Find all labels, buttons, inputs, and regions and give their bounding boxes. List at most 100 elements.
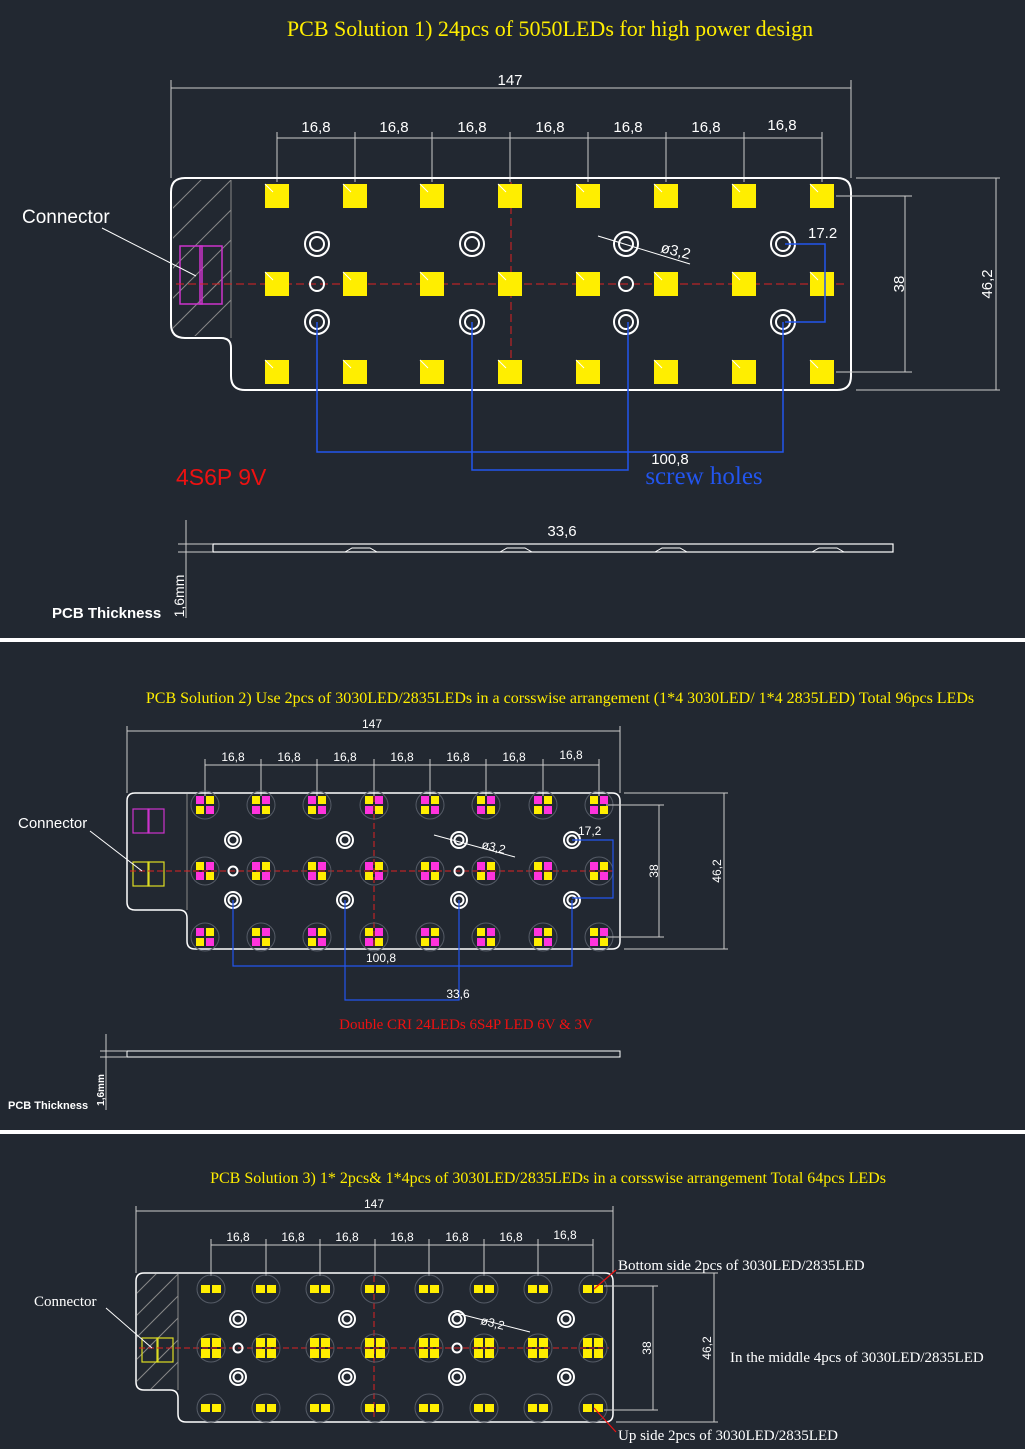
total-width-label: 147 <box>364 1197 384 1211</box>
connector-label: Connector <box>34 1294 96 1310</box>
led-5050 <box>342 359 367 384</box>
led-3030-2835-pair <box>359 790 389 820</box>
led-pair <box>469 1274 499 1304</box>
screw-hole <box>304 231 330 257</box>
led-3030-2835-pair <box>190 790 220 820</box>
side-view-marks <box>344 547 845 553</box>
pitch-dimension-chain <box>204 759 600 796</box>
screw-hole <box>613 309 639 335</box>
total-width-label: 147 <box>497 72 522 89</box>
pitch-dimension-labels: 16,8 16,8 16,8 16,8 16,8 16,8 16,8 <box>221 748 583 764</box>
total-width-dimension <box>170 80 852 178</box>
led-3030-2835-pair <box>246 922 276 952</box>
screw-span-outer <box>232 900 573 967</box>
height-dimensions <box>606 792 728 950</box>
led-5050 <box>419 359 444 384</box>
led-3030-2835-pair <box>190 856 220 886</box>
solution-2-drawing: PCB Solution 2) Use 2pcs of 3030LED/2835… <box>8 690 974 1112</box>
led-5050 <box>575 183 600 208</box>
hole-diameter-label: ø3,2 <box>480 837 507 856</box>
solution-1-panel: PCB Solution 1) 24pcs of 5050LEDs for hi… <box>0 0 1025 638</box>
led-pair <box>360 1393 390 1423</box>
led-quad <box>360 1333 390 1363</box>
side-view-board <box>212 543 894 553</box>
screw-hole-array <box>304 231 796 335</box>
connector-hatch-area <box>137 1274 178 1389</box>
pitch-label: 16,8 <box>553 1228 577 1242</box>
pitch-label: 16,8 <box>390 750 414 764</box>
pitch-label: 16,8 <box>767 117 796 134</box>
middle-note: In the middle 4pcs of 3030LED/2835LED <box>730 1350 984 1366</box>
screw-span-inner <box>471 322 629 471</box>
led-5050 <box>342 183 367 208</box>
pitch-dimension-labels: 16,8 16,8 16,8 16,8 16,8 16,8 16,8 <box>226 1228 577 1244</box>
inner-height-label: 38 <box>647 864 661 878</box>
led-3030-2835-pair <box>359 922 389 952</box>
led-config-label: 4S6P 9V <box>176 464 267 490</box>
pitch-label: 16,8 <box>221 750 245 764</box>
screw-hole <box>557 1310 575 1328</box>
led-5050 <box>497 271 522 296</box>
hole-diameter-label: ø3,2 <box>479 1313 506 1332</box>
edge-offset-label: 17.2 <box>808 225 837 242</box>
thickness-dimension <box>178 520 213 618</box>
led-pair <box>414 1393 444 1423</box>
led-3030-2835-pair <box>359 856 389 886</box>
solution-2-panel: PCB Solution 2) Use 2pcs of 3030LED/2835… <box>0 642 1025 1130</box>
led-5050 <box>264 271 289 296</box>
led-3030-2835-pair <box>246 856 276 886</box>
pitch-label: 16,8 <box>691 119 720 136</box>
led-5050 <box>809 183 834 208</box>
connector-pad <box>199 245 223 305</box>
screw-span-label: 100,8 <box>651 451 689 468</box>
side-view-board <box>126 1050 621 1058</box>
screw-hole <box>229 1310 247 1328</box>
pitch-label: 16,8 <box>301 119 330 136</box>
inner-height-label: 38 <box>640 1341 654 1355</box>
led-3030-2835-pair <box>471 922 501 952</box>
solution-3-drawing: PCB Solution 3) 1* 2pcs& 1*4pcs of 3030L… <box>34 1170 984 1444</box>
pitch-label: 16,8 <box>379 119 408 136</box>
led-3030-2835-pair <box>415 922 445 952</box>
led-5050 <box>264 183 289 208</box>
led-5050 <box>497 183 522 208</box>
side-span-label: 33,6 <box>547 523 576 540</box>
led-quad <box>305 1333 335 1363</box>
screw-hole <box>227 865 239 877</box>
bottom-side-note: Bottom side 2pcs of 3030LED/2835LED <box>618 1258 865 1274</box>
connector-pad-alt <box>132 808 150 834</box>
solution-1-title: PCB Solution 1) 24pcs of 5050LEDs for hi… <box>287 16 813 41</box>
led-5050 <box>419 183 444 208</box>
pitch-label: 16,8 <box>535 119 564 136</box>
pcb-outline <box>170 177 852 391</box>
led-5050 <box>419 271 444 296</box>
led-array <box>196 1274 608 1423</box>
connector-pad <box>179 245 203 305</box>
screw-span-inner <box>344 900 460 1001</box>
pitch-label: 16,8 <box>502 750 526 764</box>
side-span-label: 33,6 <box>446 987 470 1001</box>
led-5050 <box>731 359 756 384</box>
connector-pad <box>141 1337 159 1363</box>
screw-hole <box>459 231 485 257</box>
led-array <box>264 183 834 384</box>
thickness-dimension <box>100 1034 127 1110</box>
led-quad <box>251 1333 281 1363</box>
led-quad <box>196 1333 226 1363</box>
led-5050 <box>731 271 756 296</box>
led-3030-2835-pair <box>190 922 220 952</box>
screw-hole <box>453 865 465 877</box>
pitch-dimension-chain <box>276 132 823 182</box>
screw-hole <box>338 1310 356 1328</box>
led-3030-2835-pair <box>302 856 332 886</box>
thickness-value: 1,6mm <box>171 575 187 618</box>
screw-hole <box>224 831 242 849</box>
led-pair <box>414 1274 444 1304</box>
thickness-label: PCB Thickness <box>52 605 161 622</box>
connector-hatch-area <box>173 180 231 336</box>
edge-offset-label: 17,2 <box>578 824 602 838</box>
led-pair <box>578 1393 608 1423</box>
solution-2-title: PCB Solution 2) Use 2pcs of 3030LED/2835… <box>146 690 974 707</box>
led-3030-2835-pair <box>471 790 501 820</box>
total-width-dimension <box>135 1206 614 1273</box>
